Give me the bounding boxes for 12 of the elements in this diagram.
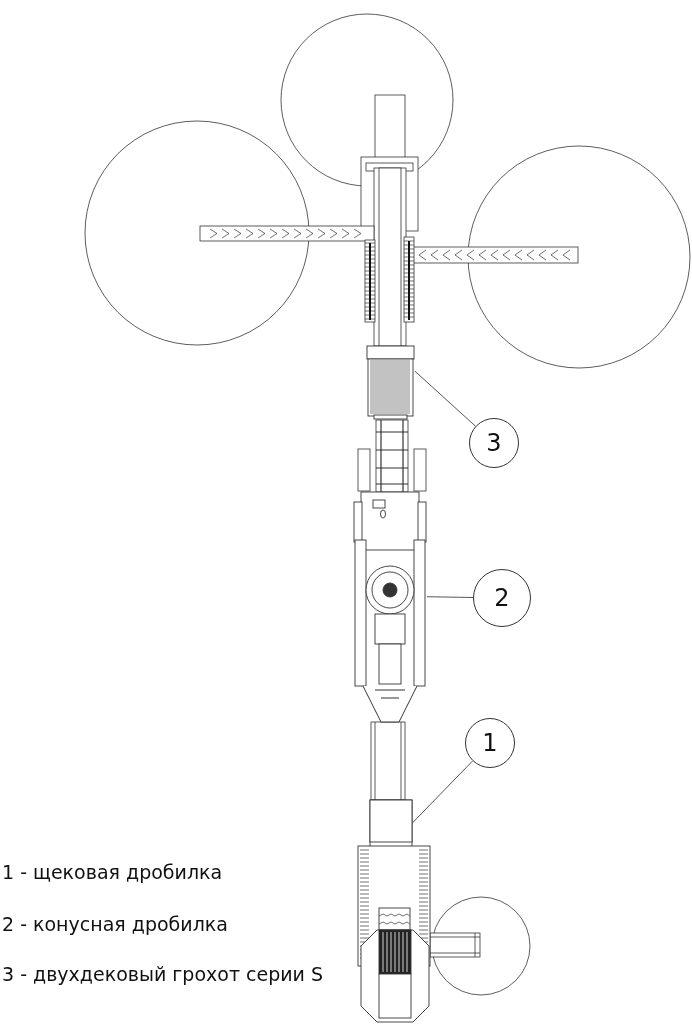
leader-line [412,760,474,824]
legend-note: 2 - конусная дробилка [2,913,228,935]
legend-note: 3 - двухдековый грохот серии S [2,963,323,985]
leader-line [414,370,476,427]
cone-crusher-drawing [353,490,427,722]
callout-number: 2 [473,569,531,627]
vibrating-screen-drawing [366,345,415,420]
jaw-crusher-drawing [357,798,433,1024]
callout-number: 1 [465,718,515,768]
legend-note: 1 - щековая дробилка [2,861,223,883]
leader-line [426,596,474,598]
callout-number: 3 [469,418,519,468]
